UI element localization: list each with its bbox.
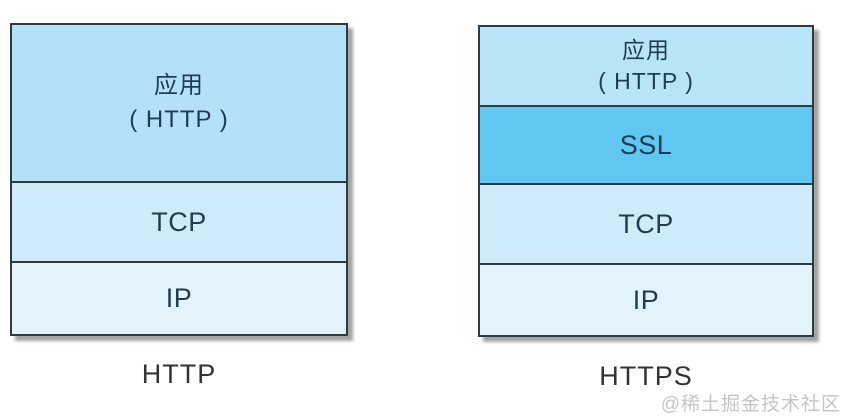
application-layer-label-line2: ( HTTP ) bbox=[598, 68, 694, 94]
http-layer-application: 应用 ( HTTP ) bbox=[12, 25, 346, 181]
http-layer-tcp: TCP bbox=[12, 181, 346, 261]
https-stack-caption: HTTPS bbox=[599, 361, 693, 391]
https-protocol-stack: 应用 ( HTTP ) SSL TCP IP bbox=[478, 25, 814, 337]
https-layer-ssl: SSL bbox=[480, 105, 812, 183]
site-watermark: @稀土掘金技术社区 bbox=[660, 394, 841, 415]
tcp-layer-label: TCP bbox=[618, 208, 674, 239]
tcp-layer-label: TCP bbox=[151, 206, 207, 237]
application-layer-label-line1: 应用 bbox=[154, 72, 204, 99]
application-layer-label-line2: ( HTTP ) bbox=[129, 106, 229, 133]
http-layer-ip: IP bbox=[12, 261, 346, 334]
http-stack-caption: HTTP bbox=[141, 359, 217, 389]
ip-layer-label: IP bbox=[632, 284, 660, 315]
application-layer-label-line1: 应用 bbox=[622, 37, 670, 63]
ip-layer-label: IP bbox=[165, 283, 193, 313]
https-layer-tcp: TCP bbox=[480, 183, 812, 263]
http-protocol-stack: 应用 ( HTTP ) TCP IP bbox=[10, 23, 348, 336]
https-layer-application: 应用 ( HTTP ) bbox=[480, 27, 812, 105]
https-layer-ip: IP bbox=[480, 263, 812, 335]
ssl-layer-label: SSL bbox=[619, 129, 673, 160]
